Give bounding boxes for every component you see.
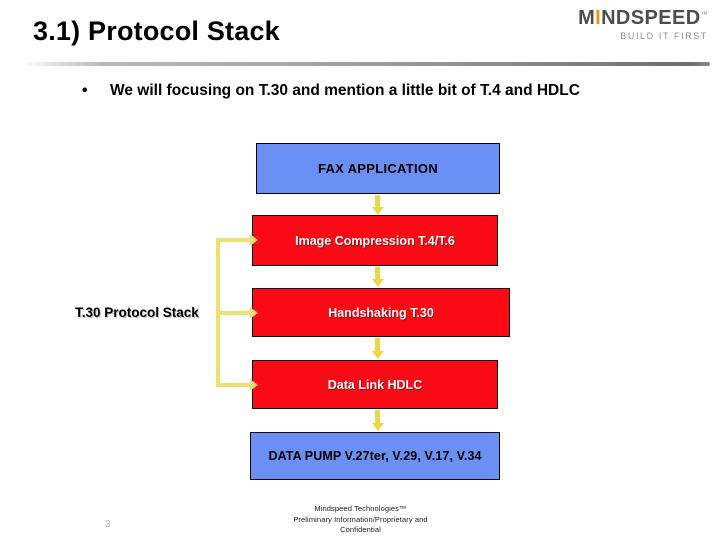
- connector-arrow-fax-to-image: [371, 195, 384, 215]
- footer-line-notice: Preliminary Information/Proprietary and: [293, 514, 428, 524]
- page-title: 3.1) Protocol Stack: [33, 16, 280, 46]
- group-bracket-arrow-handshaking: [216, 307, 258, 319]
- connector-arrow-image-to-handshaking: [371, 267, 384, 287]
- logo-letter-m: M: [578, 7, 596, 29]
- bullet-marker-icon: •: [82, 82, 88, 99]
- logo-letter-i-accent: I: [595, 7, 602, 29]
- group-bracket-arrow-image: [216, 234, 258, 246]
- bullet-list-item: • We will focusing on T.30 and mention a…: [82, 80, 642, 102]
- footer-line-company: Mindspeed Technologies™: [314, 504, 407, 513]
- connector-arrow-datalink-to-datapump: [371, 410, 384, 431]
- group-bracket-arrow-datalink: [216, 379, 258, 391]
- stack-layer-handshaking-t30[interactable]: Handshaking T.30: [252, 288, 510, 337]
- stack-layer-data-link-hdlc[interactable]: Data Link HDLC: [252, 360, 498, 409]
- logo-tagline: BUILD IT FIRST: [620, 31, 708, 41]
- stack-layer-fax-application[interactable]: FAX APPLICATION: [256, 143, 500, 194]
- logo-wordmark: MINDSPEED™: [568, 8, 708, 28]
- title-divider: [20, 62, 710, 66]
- trademark-icon: ™: [700, 11, 708, 19]
- bullet-text: We will focusing on T.30 and mention a l…: [110, 82, 580, 99]
- footer-confidentiality-note: Mindspeed Technologies™ Preliminary Info…: [258, 504, 463, 536]
- mindspeed-logo: MINDSPEED™ BUILD IT FIRST: [568, 8, 708, 41]
- logo-wordmark-rest: NDSPEED: [601, 7, 701, 29]
- connector-arrow-handshaking-to-datalink: [371, 338, 384, 359]
- stack-layer-image-compression[interactable]: Image Compression T.4/T.6: [252, 215, 498, 266]
- group-label-t30-protocol-stack: T.30 Protocol Stack: [75, 305, 199, 320]
- stack-layer-data-pump[interactable]: DATA PUMP V.27ter, V.29, V.17, V.34: [250, 432, 500, 480]
- page-number: 3: [105, 519, 111, 530]
- footer-line-confidential: Confidential: [340, 525, 381, 534]
